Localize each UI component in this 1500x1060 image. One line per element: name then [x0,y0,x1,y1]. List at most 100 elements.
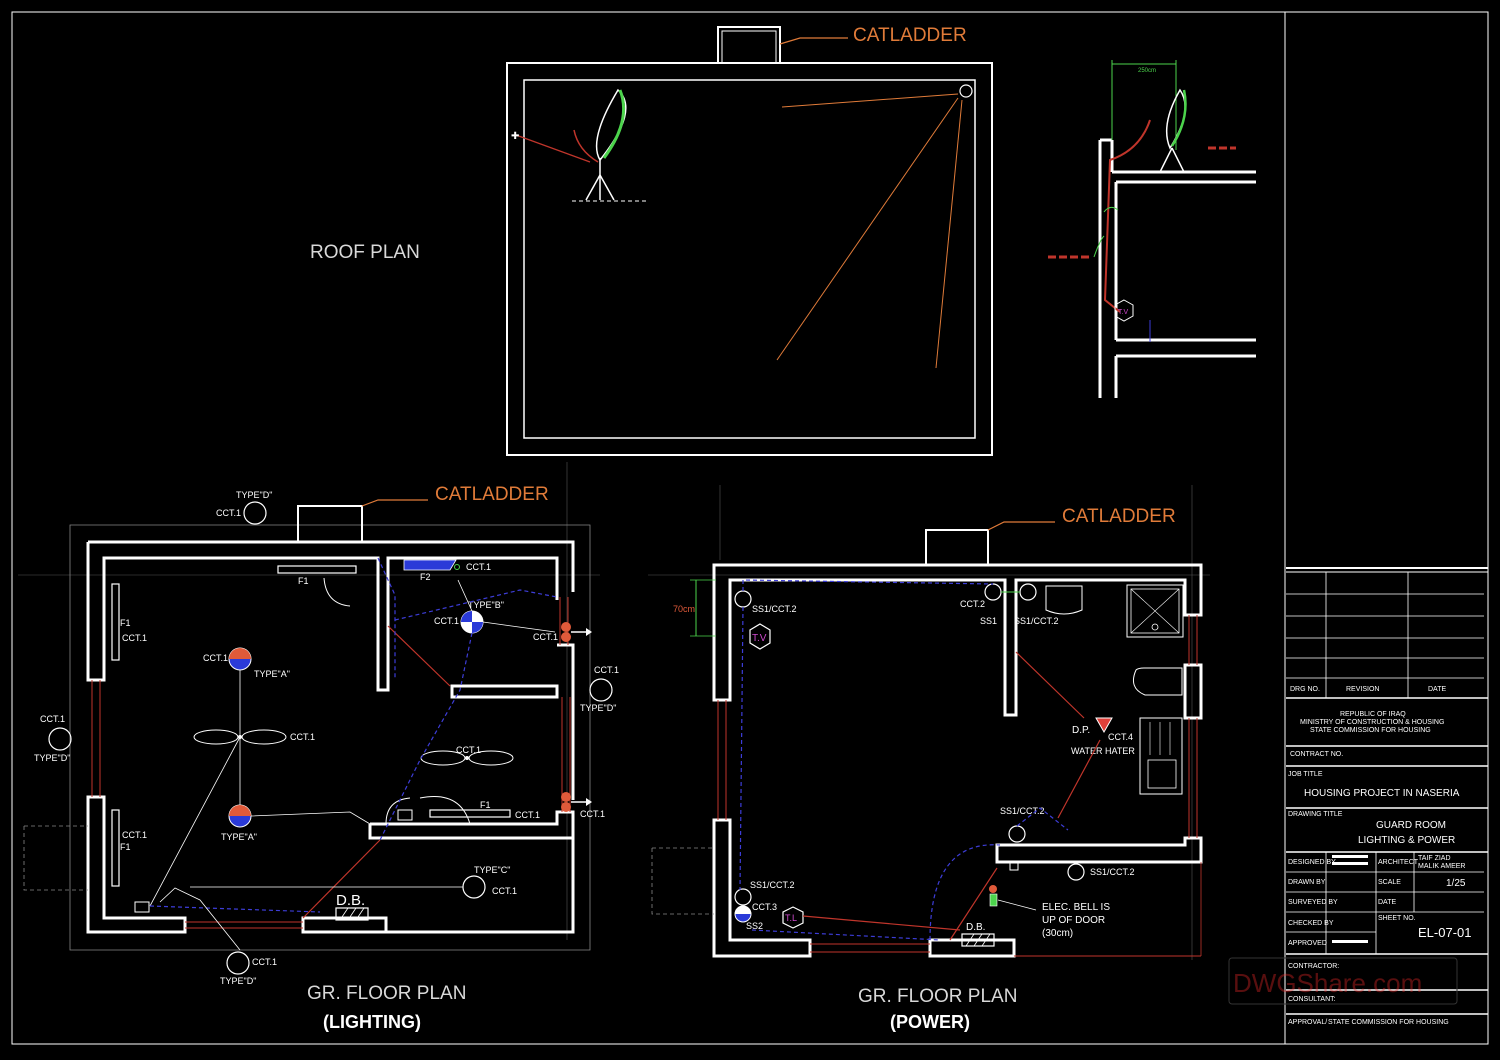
svg-text:TYPE"D": TYPE"D" [236,490,272,500]
roof-outer-parapet [506,62,993,456]
light-type-c-icon [462,875,486,899]
lighting-plan-title: GR. FLOOR PLAN [307,983,466,1004]
bathroom-fitting-icon [403,559,457,571]
roof-drain-icon [959,84,973,98]
power-plan-title: GR. FLOOR PLAN [858,986,1017,1007]
sheet-border [11,11,1489,1045]
telephone-outlet-icon [782,906,804,929]
svg-text:CONSULTANT:: CONSULTANT: [1288,996,1336,1003]
svg-text:MINISTRY OF CONSTRUCTION & HOU: MINISTRY OF CONSTRUCTION & HOUSING [1300,719,1444,726]
job-title: HOUSING PROJECT IN NASERIA [1304,788,1460,799]
socket-outlet-icon [734,590,752,608]
washbasin-icon [1045,585,1083,615]
svg-text:SHEET NO.: SHEET NO. [1378,915,1416,922]
svg-text:WATER HATER: WATER HATER [1071,746,1135,756]
svg-text:TYPE"D": TYPE"D" [220,976,256,986]
svg-text:SS2: SS2 [746,921,763,931]
svg-text:CCT.1: CCT.1 [216,508,241,518]
drawing-title-2: LIGHTING & POWER [1358,835,1455,846]
section-tv-outlet-icon [1114,299,1134,322]
svg-text:DESIGNED BY: DESIGNED BY [1288,859,1336,866]
roof-inner-edge [523,79,976,439]
svg-text:CCT.3: CCT.3 [752,902,777,912]
power-distribution-board-icon [961,933,995,947]
svg-text:CCT.1: CCT.1 [122,633,147,643]
tv-section-detail: 250cm T.V [1048,60,1256,398]
svg-text:SS1: SS1 [980,616,997,626]
light-type-d-icon [226,951,250,975]
socket-outlet-icon [1067,863,1085,881]
shower-tray-icon [1126,584,1184,638]
svg-text:TYPE"A": TYPE"A" [221,832,257,842]
svg-text:CCT.1: CCT.1 [466,562,491,572]
svg-text:D.P.: D.P. [1072,725,1090,736]
svg-text:CCT.1: CCT.1 [434,616,459,626]
svg-text:TYPE"C": TYPE"C" [474,865,510,875]
svg-text:UP OF DOOR: UP OF DOOR [1042,915,1105,926]
switch-icon [134,901,150,913]
svg-text:CCT.1: CCT.1 [252,957,277,967]
svg-text:SS1/CCT.2: SS1/CCT.2 [1000,806,1045,816]
switch-icon [397,809,413,821]
svg-text:MALIK AMEER: MALIK AMEER [1418,863,1465,870]
wall-light-icon [561,622,592,642]
watermark: DWGShare.com [1233,968,1422,998]
svg-text:TYPE"A": TYPE"A" [254,669,290,679]
svg-text:TYPE"D": TYPE"D" [580,703,616,713]
lighting-plan-subtitle: (LIGHTING) [323,1012,421,1032]
svg-text:DATE: DATE [1428,686,1446,693]
fluorescent-fitting-icon [277,565,357,574]
svg-text:TYPE"B": TYPE"B" [468,600,504,610]
sheet-number: EL-07-01 [1418,925,1471,940]
svg-text:CCT.1: CCT.1 [290,732,315,742]
svg-text:CCT.1: CCT.1 [594,665,619,675]
svg-text:F1: F1 [480,800,491,810]
light-type-d-icon [48,727,72,751]
svg-text:SS1/CCT.2: SS1/CCT.2 [752,604,797,614]
door-bell-icon [989,885,998,907]
title-block: DRG NO. REVISION DATE REPUBLIC OF IRAQ M… [1286,567,1488,1026]
svg-text:APPROVED: APPROVED [1288,940,1327,947]
power-plan-subtitle: (POWER) [890,1012,970,1032]
fluorescent-fitting-icon [111,809,120,887]
svg-text:CCT.1: CCT.1 [515,810,540,820]
roof-plan-title: ROOF PLAN [310,242,420,263]
svg-text:F1: F1 [298,576,309,586]
svg-text:(30cm): (30cm) [1042,928,1073,939]
drawing-title-1: GUARD ROOM [1376,820,1446,831]
lighting-catladder-box [297,505,363,543]
roof-catladder-box [717,26,781,64]
fluorescent-fitting-icon [429,809,511,818]
wall-light-icon [561,792,592,812]
socket-outlet-icon [1008,825,1026,843]
svg-text:TAIF ZIAD: TAIF ZIAD [1418,855,1451,862]
light-type-d-icon [243,501,267,525]
svg-text:DRG NO.: DRG NO. [1290,686,1320,693]
svg-text:CCT.1: CCT.1 [40,714,65,724]
svg-text:CONTRACT NO.: CONTRACT NO. [1290,751,1343,758]
power-catladder-label: CATLADDER [1062,506,1176,527]
svg-text:ELEC. BELL IS: ELEC. BELL IS [1042,902,1110,913]
svg-text:SURVEYED BY: SURVEYED BY [1288,899,1338,906]
power-catladder-box [925,529,989,566]
wc-icon [1133,667,1183,696]
dim-250: 250cm [1138,68,1156,74]
svg-text:DRAWN BY: DRAWN BY [1288,879,1326,886]
lighting-db-label: D.B. [336,892,365,909]
svg-text:STATE COMMISSION FOR HOUSING: STATE COMMISSION FOR HOUSING [1310,727,1431,734]
svg-text:CHECKED BY: CHECKED BY [1288,920,1334,927]
socket-outlet-icon [1019,583,1037,601]
svg-text:CCT.1: CCT.1 [122,830,147,840]
light-type-b-icon [460,610,484,634]
svg-text:F1: F1 [120,842,131,852]
lighting-catladder-label: CATLADDER [435,484,549,505]
svg-text:TYPE"D": TYPE"D" [34,753,70,763]
svg-text:SCALE: SCALE [1378,879,1401,886]
fluorescent-fitting-icon [111,583,120,661]
svg-text:SS1/CCT.2: SS1/CCT.2 [1014,616,1059,626]
tv-outlet-icon [749,623,771,650]
power-db-label: D.B. [966,922,985,933]
svg-text:T.L: T.L [785,913,797,923]
svg-text:CCT.2: CCT.2 [960,599,985,609]
